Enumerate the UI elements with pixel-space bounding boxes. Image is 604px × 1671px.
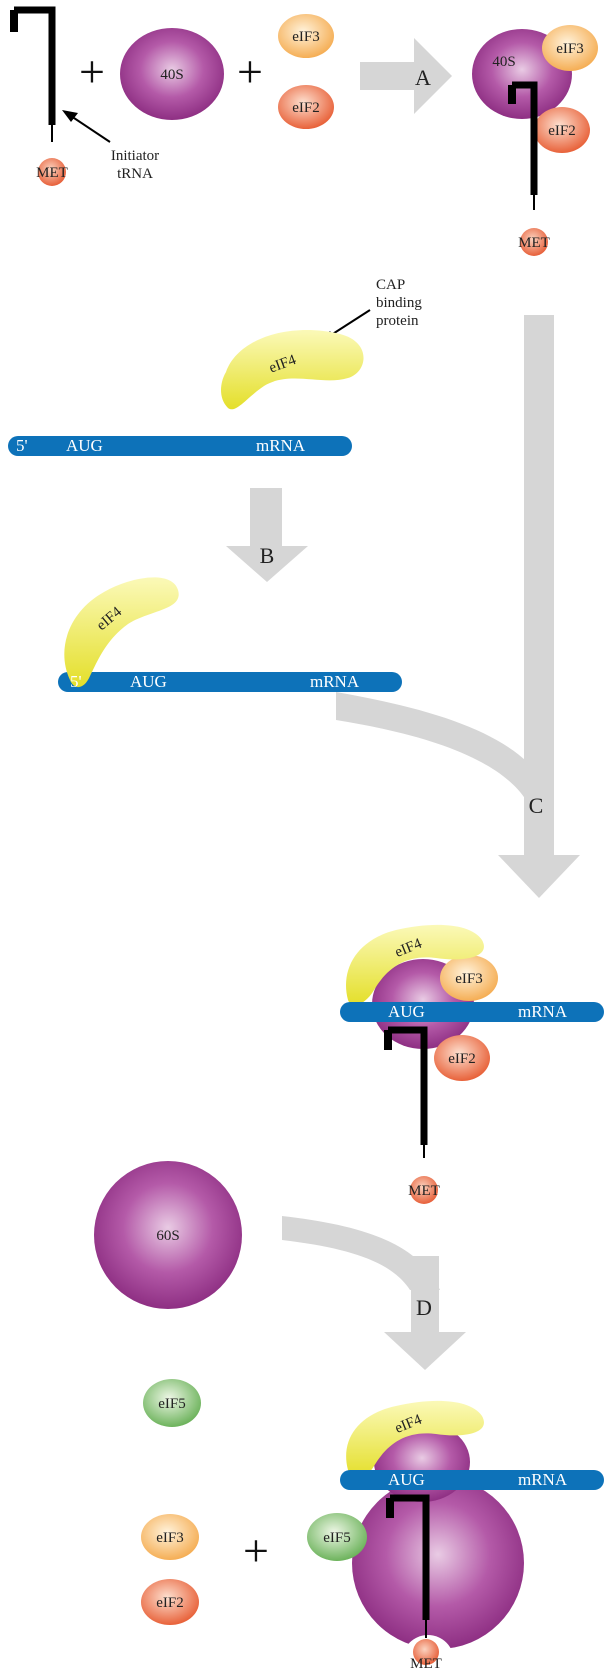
- step-d-label: D: [416, 1295, 432, 1320]
- c-met-label: MET: [408, 1183, 440, 1199]
- complex-48s: eIF3 eIF4 AUG mRNA eIF2 MET: [340, 924, 604, 1204]
- arrow-a: A: [360, 38, 452, 114]
- cap-binding-label-1: CAP: [376, 277, 405, 293]
- ribosome-40s-free: 40S: [120, 28, 224, 120]
- d-eif5-label: eIF5: [323, 1530, 351, 1546]
- ribosome-60s-free: 60S: [94, 1161, 242, 1309]
- complex-eif2-label: eIF2: [548, 123, 576, 139]
- complex-40s-label: 40S: [492, 54, 515, 70]
- eif5-label: eIF5: [158, 1396, 186, 1412]
- mrna-5prime-label: 5': [16, 436, 28, 455]
- cap-binding-label-3: protein: [376, 313, 419, 329]
- met-free-1: MET: [36, 158, 68, 186]
- complex-eif3-label: eIF3: [556, 41, 584, 57]
- d-mrna-label: mRNA: [518, 1470, 568, 1489]
- mrna-aug-label: AUG: [66, 436, 103, 455]
- complex-43s: 40S eIF3 eIF2 MET: [472, 25, 598, 256]
- d-met-label: MET: [410, 1656, 442, 1671]
- released-eif2-label: eIF2: [156, 1595, 184, 1611]
- c-eif2-label: eIF2: [448, 1051, 476, 1067]
- cap-binding-label-2: binding: [376, 295, 422, 311]
- arrow-b: B: [226, 488, 308, 582]
- bound-aug-label: AUG: [130, 672, 167, 691]
- eif2-free-1: eIF2: [278, 85, 334, 129]
- eif5-free: eIF5: [143, 1379, 201, 1427]
- eif2-label: eIF2: [292, 100, 320, 116]
- arrow-d: D: [282, 1216, 466, 1370]
- arrow-c-curve: C: [336, 692, 554, 818]
- ribosome-40s-label: 40S: [160, 67, 183, 83]
- eif3-label: eIF3: [292, 29, 320, 45]
- step-a-label: A: [415, 65, 431, 90]
- eif3-released: eIF3: [141, 1514, 199, 1560]
- initiator-trna-label-2: tRNA: [117, 166, 153, 182]
- ribosome-60s-label: 60S: [156, 1228, 179, 1244]
- plus-sign-1: +: [79, 46, 105, 97]
- released-eif3-label: eIF3: [156, 1530, 184, 1546]
- mrna-label: mRNA: [256, 436, 306, 455]
- d-aug-label: AUG: [388, 1470, 425, 1489]
- step-b-label: B: [260, 543, 275, 568]
- bound-5prime-label: 5': [70, 672, 82, 691]
- initiator-trna-label-1: Initiator: [111, 148, 159, 164]
- initiator-trna-pointer: Initiator tRNA: [62, 110, 159, 182]
- c-eif3-label: eIF3: [455, 971, 483, 987]
- step-c-label: C: [529, 793, 544, 818]
- complex-80s: eIF4 AUG mRNA eIF5 MET: [307, 1400, 604, 1671]
- arrow-c-vertical: [498, 315, 580, 898]
- c-aug-label: AUG: [388, 1002, 425, 1021]
- eif4-mrna-complex: eIF4 5' AUG mRNA: [58, 577, 402, 692]
- trna-free: [10, 6, 56, 142]
- complex-met-label: MET: [518, 235, 550, 251]
- plus-sign-3: +: [243, 1525, 269, 1576]
- eif3-free-1: eIF3: [278, 14, 334, 58]
- mrna-free: 5' AUG mRNA: [8, 436, 352, 456]
- eif4-free: eIF4: [221, 330, 364, 410]
- cap-binding-pointer: CAP binding protein: [320, 277, 422, 343]
- met-label: MET: [36, 165, 68, 181]
- c-mrna-label: mRNA: [518, 1002, 568, 1021]
- plus-sign-2: +: [237, 46, 263, 97]
- eif2-released: eIF2: [141, 1579, 199, 1625]
- bound-mrna-label: mRNA: [310, 672, 360, 691]
